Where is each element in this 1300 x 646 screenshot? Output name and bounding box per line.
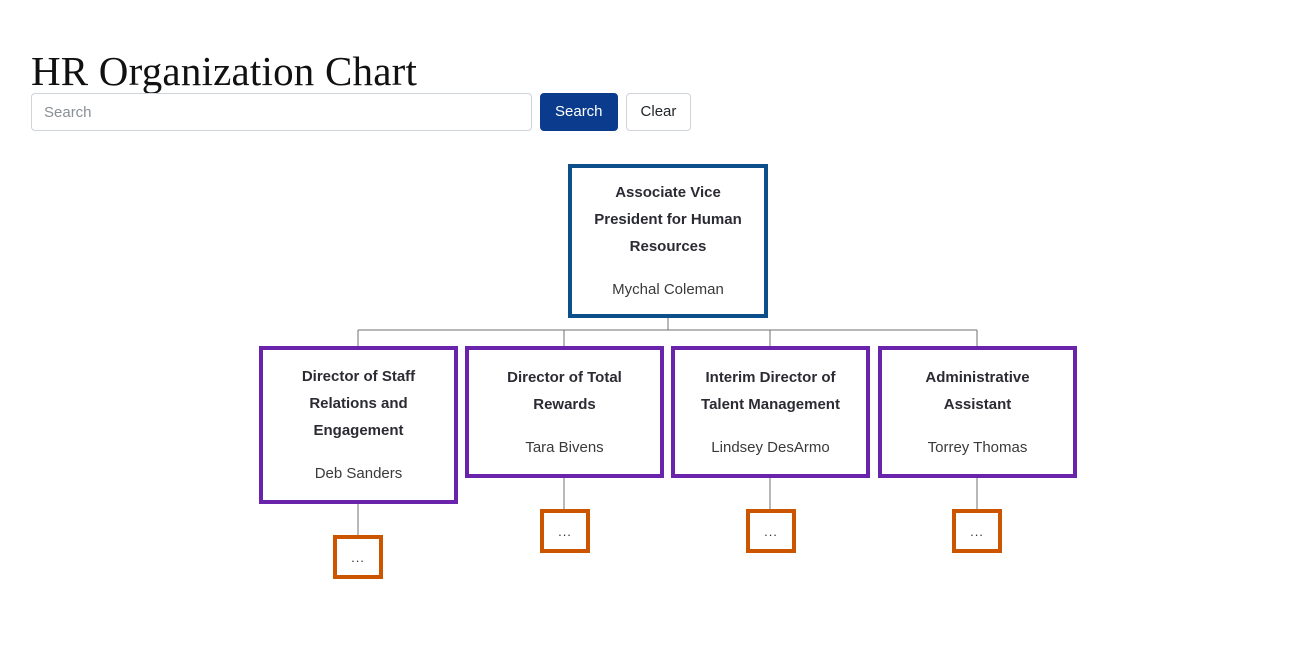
org-node-person: Lindsey DesArmo [711, 438, 830, 456]
expand-node-0[interactable]: ... [333, 535, 383, 579]
search-button[interactable]: Search [540, 93, 618, 131]
ellipsis-icon: ... [970, 523, 984, 539]
org-node-person: Mychal Coleman [612, 281, 724, 298]
org-node-title: Director of Total Rewards [507, 368, 622, 413]
ellipsis-icon: ... [351, 549, 365, 565]
org-node-person: Torrey Thomas [927, 438, 1028, 456]
org-node-person: Tara Bivens [525, 438, 604, 456]
org-node-title: Associate Vice President for Human Resou… [594, 184, 742, 255]
expand-node-1[interactable]: ... [540, 509, 590, 553]
ellipsis-icon: ... [558, 523, 572, 539]
search-bar: Search Clear [31, 93, 692, 131]
org-node-child-2[interactable]: Interim Director of Talent Management Li… [671, 346, 870, 478]
org-node-child-1[interactable]: Director of Total Rewards Tara Bivens [465, 346, 664, 478]
ellipsis-icon: ... [764, 523, 778, 539]
org-node-title: Administrative Assistant [925, 368, 1030, 413]
org-node-title: Director of Staff Relations and Engageme… [301, 368, 416, 439]
org-node-person: Deb Sanders [314, 465, 403, 482]
expand-node-3[interactable]: ... [952, 509, 1002, 553]
clear-button[interactable]: Clear [625, 93, 692, 131]
org-node-root[interactable]: Associate Vice President for Human Resou… [568, 164, 768, 318]
expand-node-2[interactable]: ... [746, 509, 796, 553]
search-input[interactable] [31, 93, 532, 131]
org-node-title: Interim Director of Talent Management [701, 368, 840, 413]
page-title: HR Organization Chart [31, 48, 418, 95]
org-node-child-0[interactable]: Director of Staff Relations and Engageme… [259, 346, 458, 504]
org-node-child-3[interactable]: Administrative Assistant Torrey Thomas [878, 346, 1077, 478]
